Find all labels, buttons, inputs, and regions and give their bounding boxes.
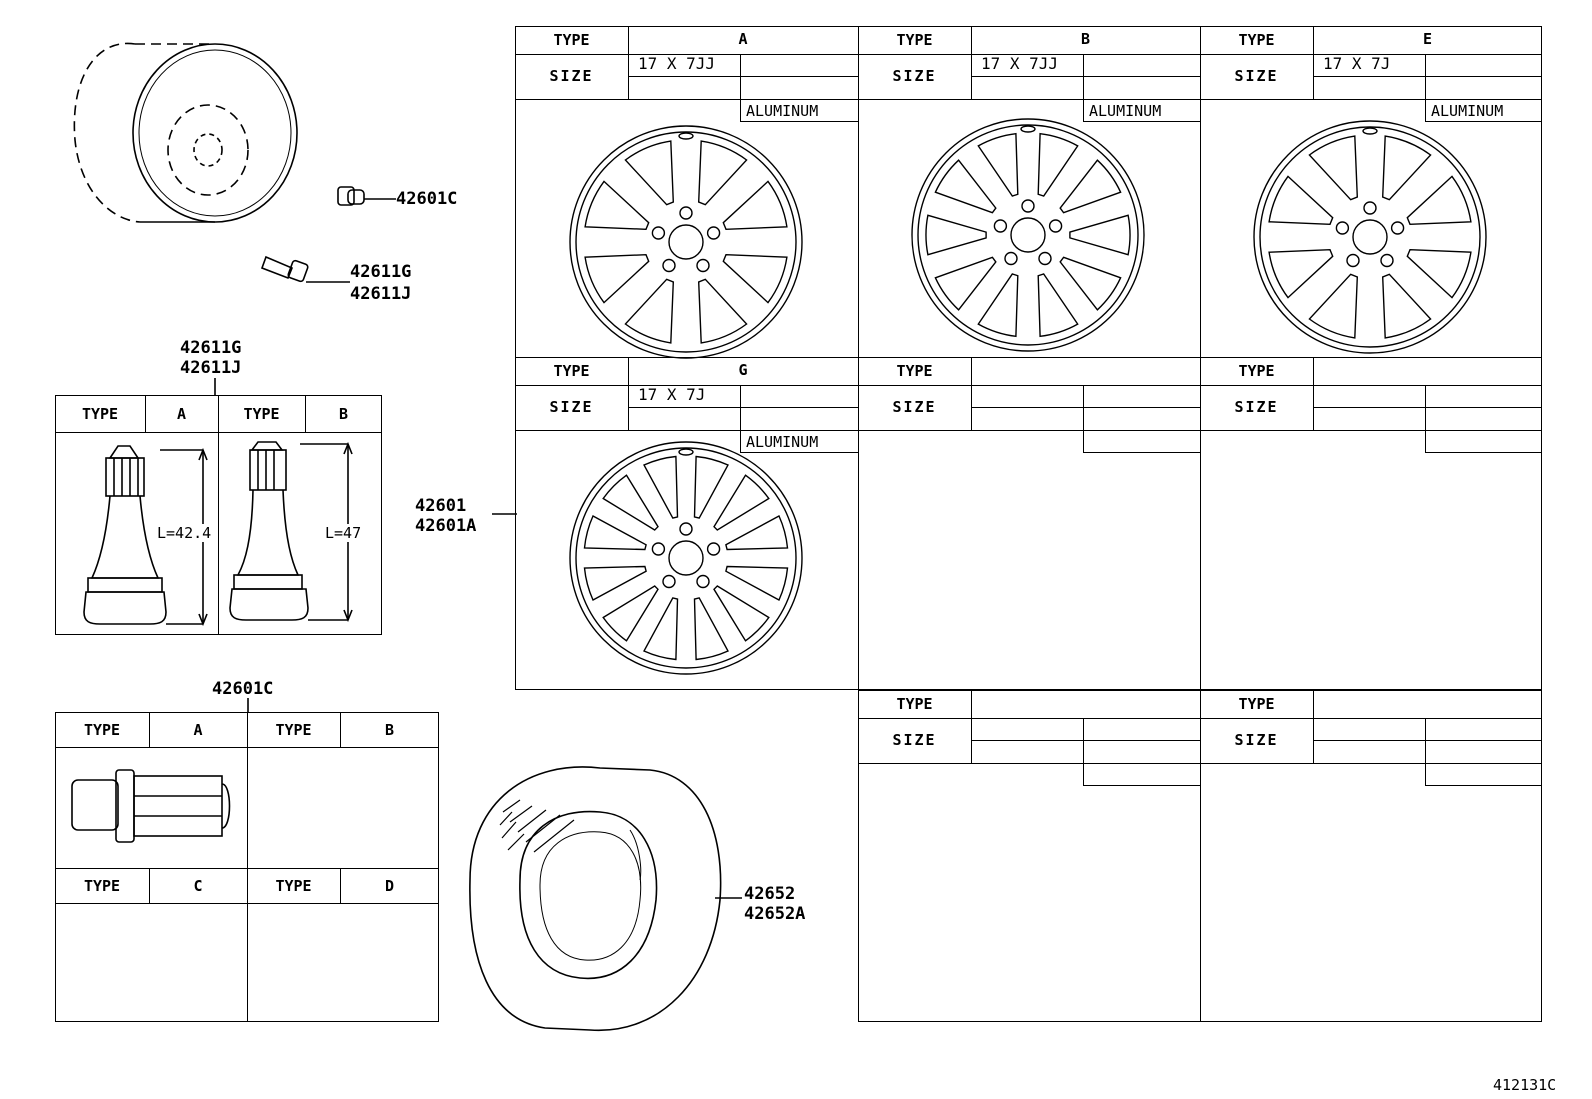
wheel-a-type-value: A <box>738 30 748 48</box>
wheel-e-material: ALUMINUM <box>1431 102 1504 120</box>
valve-type-a-header: TYPE <box>81 405 119 423</box>
wheel-b-type-value: B <box>1080 30 1091 48</box>
callout-42611g: 42611G <box>350 262 412 282</box>
valve-icon <box>83 445 208 627</box>
wheel-a-size-label: SIZE <box>549 67 594 85</box>
nut-d-value: D <box>384 877 395 895</box>
wheel-g-size-value: 17 X 7J <box>638 385 706 404</box>
callout-42601: 42601 <box>415 496 467 516</box>
wheel-g-type-value: G <box>738 361 748 379</box>
blank-5-type-label: TYPE <box>1238 362 1275 380</box>
wheel-icon <box>73 42 298 223</box>
valve-icon <box>260 255 350 283</box>
valve-a-length: L=42.4 <box>156 524 213 542</box>
blank-4-type-label: TYPE <box>896 362 933 380</box>
callout-42601c-table: 42601C <box>212 679 274 699</box>
valve-b-length: L=47 <box>324 524 363 542</box>
tire-icon <box>469 766 722 1032</box>
wheel-b-size-label: SIZE <box>892 67 937 85</box>
blank-4-size-label: SIZE <box>892 398 937 416</box>
nut-a-header: TYPE <box>83 721 121 739</box>
callout-42611g-table: 42611G <box>180 338 242 358</box>
blank-7-size-label: SIZE <box>1234 731 1279 749</box>
nut-d-header: TYPE <box>275 877 312 895</box>
wheel-a-size-value: 17 X 7JJ <box>638 54 716 73</box>
callout-42652: 42652 <box>744 884 796 904</box>
valve-type-b-header: TYPE <box>243 405 280 423</box>
wheel-e-size-label: SIZE <box>1234 67 1279 85</box>
wheel-g-type-label: TYPE <box>553 362 590 380</box>
wheel-e-size-value: 17 X 7J <box>1323 54 1391 73</box>
nut-c-header: TYPE <box>83 877 121 895</box>
blank-7-type-label: TYPE <box>1238 695 1275 713</box>
callout-42611j: 42611J <box>350 284 412 304</box>
wheel-a-material: ALUMINUM <box>746 102 819 120</box>
blank-6-type-label: TYPE <box>896 695 933 713</box>
nut-b-value: B <box>384 721 395 739</box>
callout-42611j-table: 42611J <box>180 358 242 378</box>
wheel-e-type-value: E <box>1422 30 1433 48</box>
alloy-wheel-g-icon <box>569 441 803 675</box>
wheel-g-material: ALUMINUM <box>746 433 819 451</box>
callout-42601c: 42601C <box>396 189 458 209</box>
callout-42652a: 42652A <box>744 904 806 924</box>
alloy-wheel-b-icon <box>911 118 1145 352</box>
valve-type-b-value: B <box>338 405 349 423</box>
blank-5-size-label: SIZE <box>1234 398 1279 416</box>
alloy-wheel-a-icon <box>569 125 803 359</box>
wheel-b-material: ALUMINUM <box>1089 102 1162 120</box>
nut-a-value: A <box>193 721 203 739</box>
valve-type-a-value: A <box>176 405 187 423</box>
lug-nut-icon <box>71 769 231 843</box>
lug-nut-icon <box>337 186 396 206</box>
alloy-wheel-e-icon <box>1253 120 1487 354</box>
wheel-type-grid <box>515 26 1542 690</box>
nut-c-value: C <box>193 877 203 895</box>
wheel-g-size-label: SIZE <box>549 398 594 416</box>
wheel-b-size-value: 17 X 7JJ <box>981 54 1059 73</box>
wheel-b-type-label: TYPE <box>896 31 933 49</box>
nut-b-header: TYPE <box>275 721 312 739</box>
blank-6-size-label: SIZE <box>892 731 937 749</box>
callout-42601a: 42601A <box>415 516 477 536</box>
drawing-number: 412131C <box>1493 1076 1557 1094</box>
wheel-e-type-label: TYPE <box>1238 31 1275 49</box>
wheel-a-type-label: TYPE <box>553 31 590 49</box>
